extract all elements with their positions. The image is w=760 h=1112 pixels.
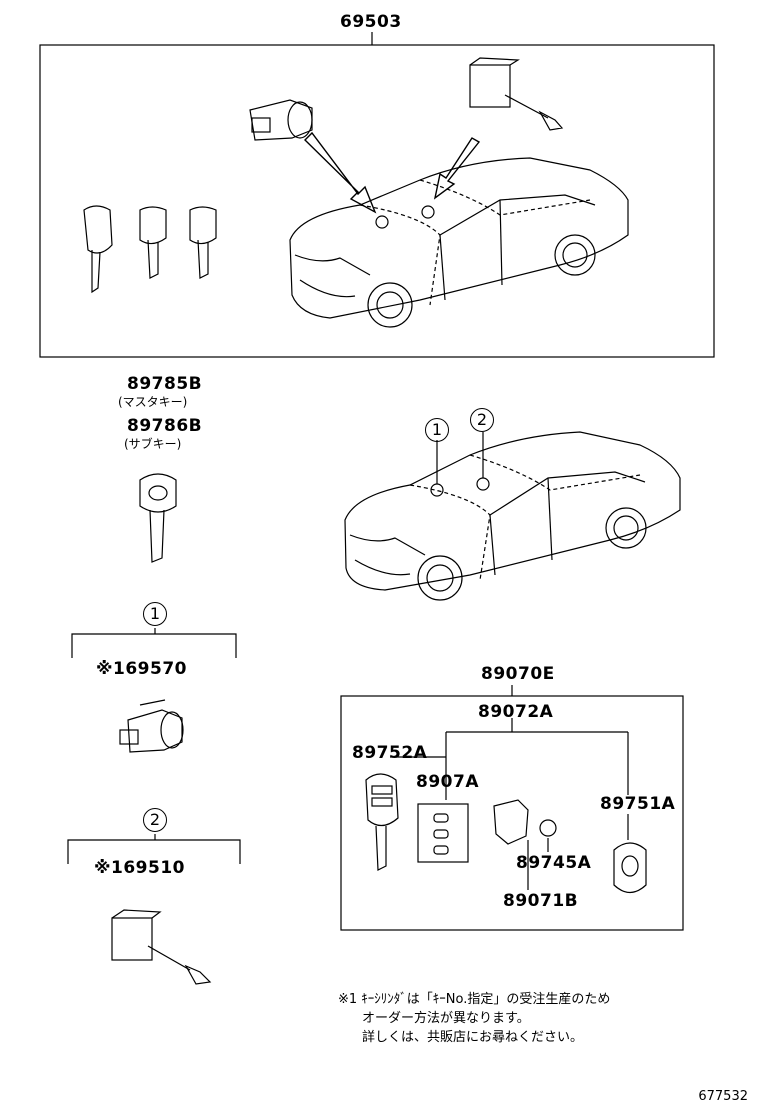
car-illustration-middle <box>344 431 681 601</box>
label-8907A: 8907A <box>416 772 479 792</box>
figure-id: 677532 <box>698 1089 748 1104</box>
label-69510: ※169510 <box>94 858 185 878</box>
callout-1: 1 <box>143 602 167 626</box>
cylinder-top-illustration <box>249 99 313 141</box>
bracket-1 <box>71 633 237 658</box>
label-69570: ※169570 <box>96 659 187 679</box>
label-89070E: 89070E <box>481 664 555 684</box>
label-89751A: 89751A <box>600 794 676 814</box>
label-89786B: 89786B <box>127 416 203 436</box>
note-line-3: 詳しくは、共販店にお尋ねください。 <box>362 1030 584 1045</box>
door-cylinder-top-illustration <box>469 57 564 131</box>
fob-illustration <box>613 842 647 894</box>
note-line-2: オーダー方法が異なります。 <box>362 1011 530 1026</box>
note-line-1: ※1 ｷｰｼﾘﾝﾀﾞは「ｷｰNo.指定」の受注生産のため <box>338 992 611 1007</box>
label-89072A: 89072A <box>478 702 554 722</box>
label-master-key-note: (マスタキー) <box>118 395 188 409</box>
label-89752A: 89752A <box>352 743 428 763</box>
assembly-69503-box <box>39 44 715 358</box>
transmitter-case-illustration <box>493 799 557 845</box>
callout-2: 2 <box>143 808 167 832</box>
cylinder-1-illustration <box>119 699 184 753</box>
key-plates-illustration <box>417 803 469 863</box>
keys-top-illustration <box>83 205 217 294</box>
label-89071B: 89071B <box>503 891 579 911</box>
transmitter-key-illustration <box>365 773 399 871</box>
master-key-illustration <box>139 473 177 563</box>
label-69503: 69503 <box>340 12 402 32</box>
car-illustration-top <box>289 157 629 328</box>
callout-2-car: 2 <box>470 408 494 432</box>
cylinder-2-illustration <box>111 909 212 985</box>
bracket-2 <box>67 839 241 864</box>
label-89785B: 89785B <box>127 374 203 394</box>
arrows-top <box>304 131 481 214</box>
callout-1-car: 1 <box>425 418 449 442</box>
label-sub-key-note: (サブキー) <box>124 437 182 451</box>
label-89745A: 89745A <box>516 853 592 873</box>
